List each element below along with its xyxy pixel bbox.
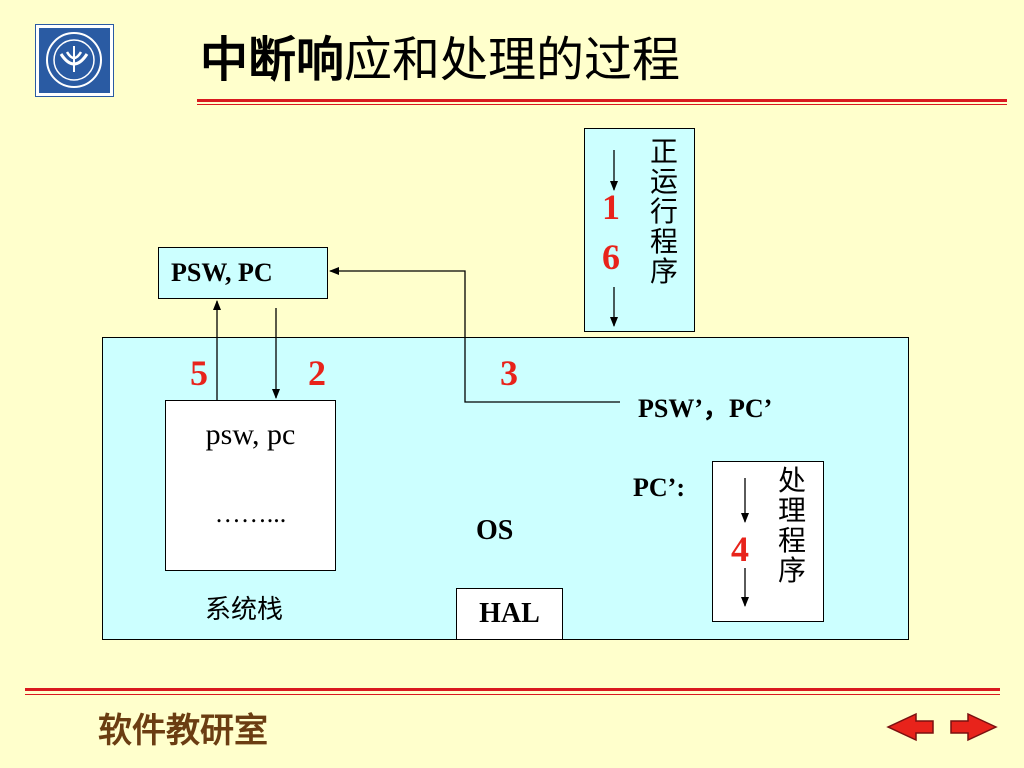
step-1: 1	[602, 187, 620, 227]
stack-label: 系统栈	[205, 595, 284, 625]
prev-arrow-icon[interactable]	[886, 712, 936, 742]
step-3: 3	[500, 353, 518, 393]
os-label: OS	[476, 515, 514, 546]
system-stack-box: psw, pc ……...	[165, 400, 336, 571]
step-6: 6	[602, 237, 620, 277]
footer-label: 软件教研室	[98, 711, 268, 751]
stack-content-line1: psw, pc	[205, 418, 296, 451]
pc-prime-label: PC’:	[633, 473, 685, 502]
university-logo-mark	[46, 32, 102, 88]
psw-pc-box: PSW, PC	[158, 247, 328, 299]
stack-content-line2: ……...	[214, 499, 287, 528]
arrow-step-3	[329, 267, 620, 403]
hal-box: HAL	[456, 588, 563, 640]
handler-program-box: 处理程序	[712, 461, 824, 622]
footer-rule-thin	[25, 694, 1000, 695]
step-4: 4	[731, 529, 749, 569]
slide-title-rest: 应和处理的过程	[344, 32, 681, 88]
running-program-label: 正运行程序	[649, 135, 678, 288]
next-arrow-icon[interactable]	[948, 712, 998, 742]
slide-title-bold: 中断响	[200, 32, 345, 88]
university-logo	[35, 24, 114, 97]
running-program-box: 正运行程序	[584, 128, 695, 332]
step-5: 5	[190, 353, 208, 393]
title-rule	[197, 99, 1007, 102]
step-2: 2	[308, 353, 326, 393]
footer-rule	[25, 688, 1000, 691]
slide-title: 中断响应和处理的过程	[200, 28, 680, 92]
handler-program-label: 处理程序	[777, 464, 806, 587]
new-psw-pc-label: PSW’，PC’	[638, 394, 773, 423]
title-rule-thin	[197, 104, 1007, 105]
